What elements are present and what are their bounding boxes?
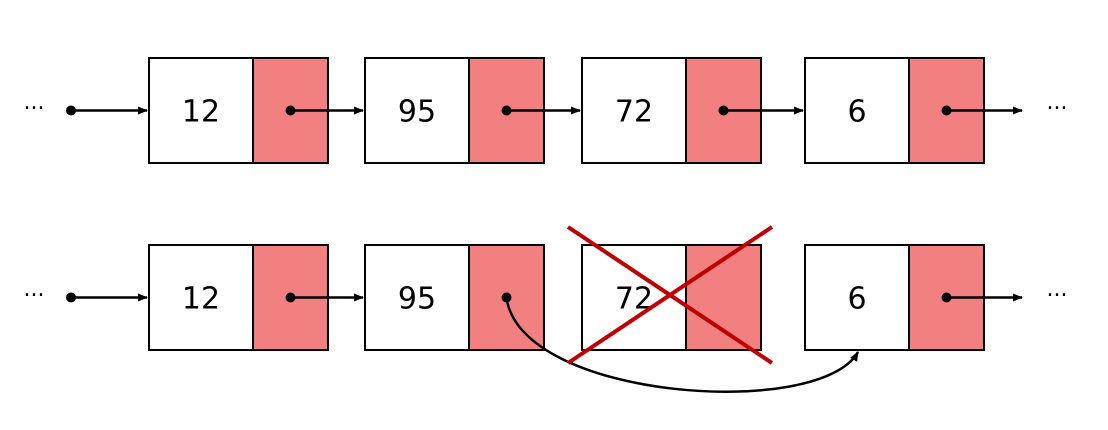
trailing-ellipsis: ···	[1047, 97, 1068, 122]
trailing-ellipsis: ···	[1047, 284, 1068, 309]
node-data-cell	[364, 57, 470, 164]
node-data-cell	[804, 57, 910, 164]
list-node-deleted: 72	[581, 244, 762, 351]
node-value: 95	[398, 282, 436, 317]
node-data-cell	[364, 244, 470, 351]
list-node: 72	[581, 57, 762, 164]
node-value: 12	[182, 95, 220, 130]
delete-cross-mark	[566, 225, 774, 365]
list-node: 6	[804, 244, 985, 351]
node-value: 95	[398, 95, 436, 130]
list-node: 6	[804, 57, 985, 164]
node-value: 72	[615, 95, 653, 130]
leading-ellipsis: ···	[24, 284, 45, 309]
node-data-cell	[148, 244, 254, 351]
leading-ellipsis: ···	[24, 97, 45, 122]
list-node: 95	[364, 244, 545, 351]
node-value: 12	[182, 282, 220, 317]
list-row-before: ··· 12 95 72 6 ···	[24, 57, 1068, 164]
list-row-after: ··· 12 95 72 6 ···	[24, 225, 1068, 393]
node-value: 6	[847, 282, 866, 317]
bypass-pointer-arrow	[505, 297, 860, 393]
node-value: 6	[847, 95, 866, 130]
node-data-cell	[804, 244, 910, 351]
cross-stroke	[566, 225, 774, 365]
node-data-cell	[581, 57, 687, 164]
